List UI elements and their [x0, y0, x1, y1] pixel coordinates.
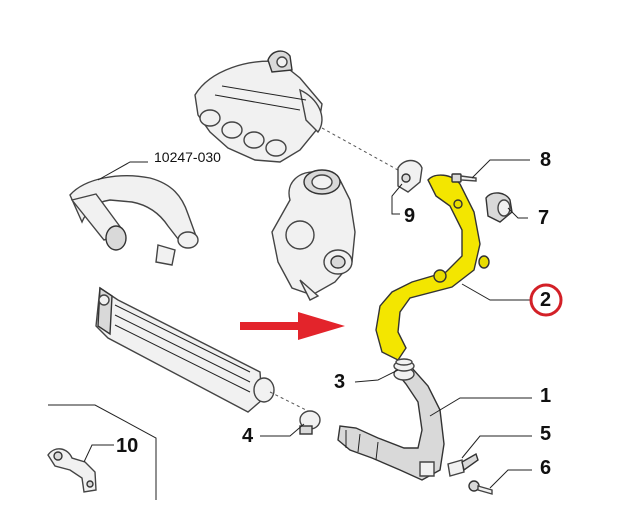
callout-4: 4	[242, 425, 254, 447]
cap-7	[485, 192, 513, 223]
turbocharger	[271, 169, 356, 301]
callout-1: 1	[540, 385, 552, 407]
pipe-flange-gasket	[397, 159, 423, 193]
upper-intake-hose	[69, 161, 199, 266]
callout-2-highlight-circle	[529, 283, 563, 317]
bolt-6	[468, 480, 493, 495]
reference-code: 10247-030	[154, 149, 221, 165]
intake-manifold	[194, 50, 323, 163]
callout-5: 5	[540, 423, 552, 445]
callout-9: 9	[404, 205, 416, 227]
red-arrow	[240, 312, 345, 340]
pipe-body	[375, 174, 481, 361]
bolt-8	[451, 173, 477, 183]
bracket	[47, 404, 157, 500]
callout-8: 8	[540, 149, 552, 171]
hose-1	[337, 367, 445, 481]
callout-2: 2	[540, 289, 552, 311]
intercooler	[95, 286, 275, 413]
callout-10: 10	[116, 435, 139, 457]
leader-lines	[83, 159, 532, 489]
callout-7: 7	[538, 207, 550, 229]
clamp-4	[299, 410, 321, 435]
bolt-5	[447, 452, 479, 477]
callout-3: 3	[334, 371, 346, 393]
highlighted-pipe	[375, 174, 490, 361]
clamp-3	[393, 358, 415, 372]
callout-6: 6	[540, 457, 552, 479]
